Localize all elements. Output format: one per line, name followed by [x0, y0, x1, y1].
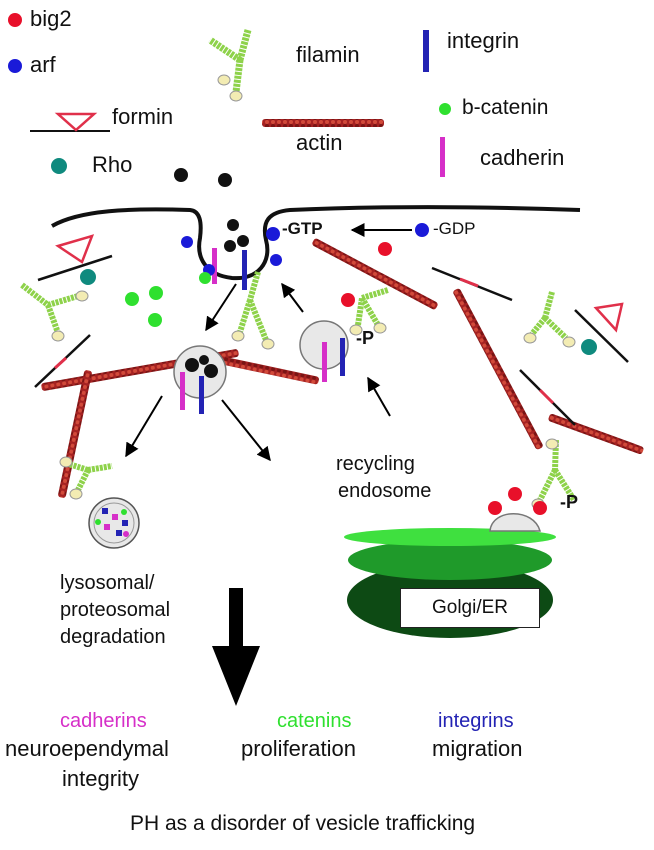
filamin	[523, 291, 576, 348]
phospho-label: -P	[356, 328, 374, 348]
golgi-er-label: Golgi/ER	[400, 588, 540, 628]
big2-dot	[341, 293, 355, 307]
gtp-label: -GTP	[282, 219, 323, 238]
cadherins-outcome: cadherins	[60, 710, 147, 732]
ligand-dot	[174, 168, 188, 182]
cadherin-bar	[212, 248, 217, 284]
arf-dot	[415, 223, 429, 237]
legend-actin-bar	[262, 119, 384, 127]
legend-cadherin-bar	[440, 137, 445, 177]
catenins-outcome: catenins	[277, 710, 352, 732]
actin-segments	[34, 266, 576, 426]
arf-dot	[270, 254, 282, 266]
phospho-label: -P	[560, 492, 578, 512]
legend-filamin-label: filamin	[296, 42, 360, 67]
catenin-dot	[149, 286, 163, 300]
big-arrow-shaft	[229, 588, 243, 648]
filamin	[231, 271, 275, 350]
lysosome	[88, 497, 140, 549]
legend-catenin-label: b-catenin	[462, 96, 549, 119]
formin-right	[574, 302, 629, 363]
plasma-membrane	[51, 205, 581, 281]
ligand-dot	[218, 173, 232, 187]
catenin-dot	[199, 272, 211, 284]
neuroependymal-label: neuroependymal	[5, 736, 169, 761]
legend-formin-label: formin	[112, 104, 174, 129]
legend-big2-dot	[8, 13, 22, 27]
recycling-label: recycling	[336, 453, 415, 475]
gdp-label: -GDP	[433, 219, 476, 238]
ligand-dot	[227, 219, 239, 231]
legend-arf-label: arf	[30, 52, 56, 77]
formin-left	[37, 234, 113, 285]
filamin	[59, 456, 113, 500]
legend-integrin-bar	[423, 30, 429, 72]
integrity-label: integrity	[62, 766, 140, 791]
integrins-outcome: integrins	[438, 710, 514, 732]
catenin-dot	[125, 292, 139, 306]
arf-dot	[181, 236, 193, 248]
endosome-label: endosome	[338, 480, 432, 502]
proliferation-label: proliferation	[241, 736, 356, 761]
legend-cadherin-label: cadherin	[480, 145, 565, 170]
recycling-vesicle	[299, 320, 349, 382]
filamin	[349, 287, 389, 336]
catenin-dot	[148, 313, 162, 327]
legend-integrin-label: integrin	[447, 28, 520, 53]
filamin	[20, 282, 89, 342]
integrin-bar	[242, 250, 247, 290]
legend-arf-dot	[8, 59, 22, 73]
legend-catenin-dot	[439, 103, 451, 115]
caption: PH as a disorder of vesicle trafficking	[130, 812, 476, 835]
legend-rho-dot	[51, 158, 67, 174]
legend-actin-label: actin	[296, 130, 343, 155]
legend-rho-label: Rho	[92, 152, 133, 177]
big2-dot	[378, 242, 392, 256]
degradation-label: lysosomal/ proteosomal degradation	[60, 572, 171, 648]
migration-label: migration	[432, 736, 523, 761]
trafficking-arrows	[125, 282, 391, 462]
arf-dot	[266, 227, 280, 241]
ligand-dot	[224, 240, 236, 252]
legend-big2-label: big2	[30, 6, 72, 31]
legend-formin-icon	[30, 112, 110, 132]
ligand-dot	[237, 235, 249, 247]
endocytic-vesicle	[173, 345, 227, 414]
big-arrow-head	[212, 646, 260, 706]
legend-filamin-icon	[208, 29, 252, 102]
